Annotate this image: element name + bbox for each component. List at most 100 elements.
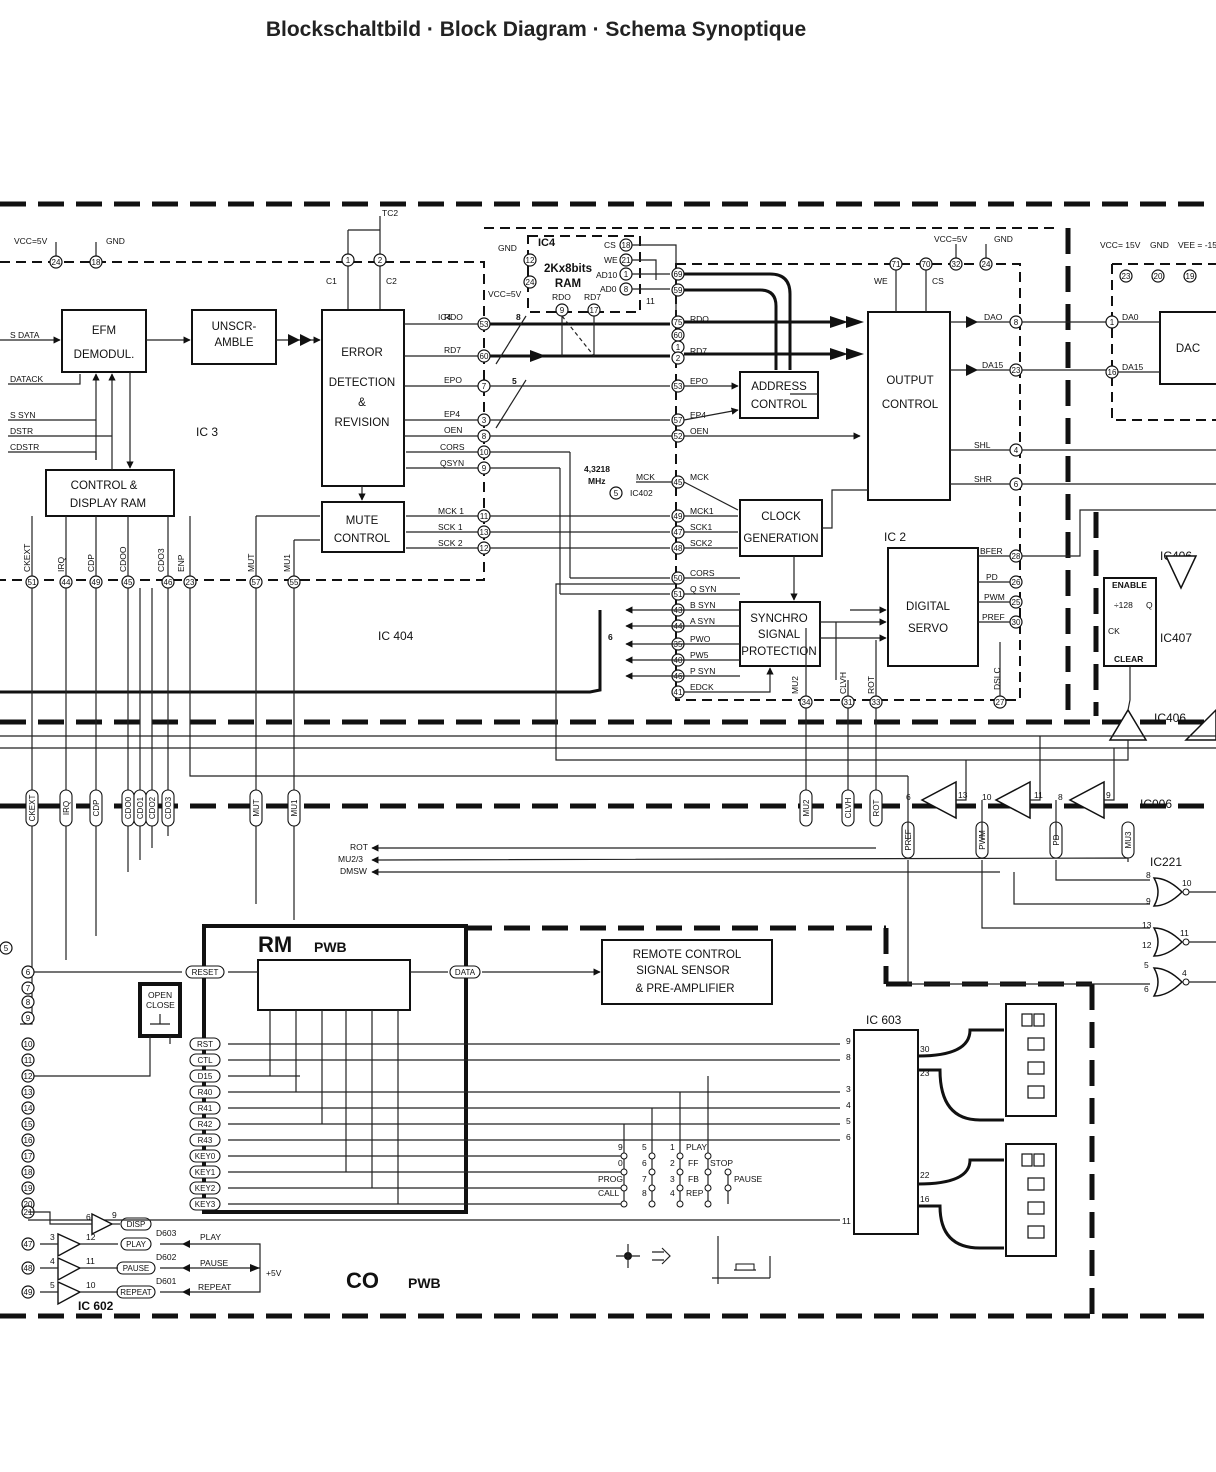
key-9[interactable]: 9 [618,1142,623,1152]
connector-label: ROT [872,799,881,816]
key-fb[interactable]: FB [688,1174,699,1184]
pin-8: 8 [21,995,35,1009]
connector-cdo0: CDO0 [121,789,135,827]
r-sck1: SCK1 [690,522,712,532]
pin-16: 16 [21,1133,35,1147]
servo-line1: DIGITAL [906,601,950,613]
connector-label: CDP [92,800,101,817]
tc2-label: TC2 [382,208,398,218]
connector-label: KEY3 [195,1200,216,1209]
svg-text:25: 25 [1012,598,1021,607]
svg-text:45: 45 [124,578,133,587]
ret-dmsw: DMSW [340,866,367,876]
svg-text:9: 9 [1146,896,1151,906]
svg-text:5: 5 [614,489,619,498]
svg-text:24: 24 [526,278,535,287]
svg-text:53: 53 [480,320,489,329]
cram-line2: DISPLAY RAM [70,498,146,510]
svg-text:34: 34 [802,698,811,707]
svg-text:53: 53 [674,382,683,391]
key-4[interactable]: 4 [670,1188,675,1198]
svg-text:19: 19 [24,1184,33,1193]
ic221-label: IC221 [1150,855,1182,869]
key-5[interactable]: 5 [642,1142,647,1152]
rm-pwb-frame [202,924,468,1214]
efm-line1: EFM [92,325,116,337]
key-prog[interactable]: PROG [598,1174,623,1184]
svg-text:12: 12 [526,256,535,265]
key-8[interactable]: 8 [642,1188,647,1198]
key-play[interactable]: PLAY [686,1142,707,1152]
ic603-label: IC 603 [866,1013,902,1027]
sig-sck1: SCK 1 [438,522,463,532]
led-supply: +5V [266,1268,282,1278]
key-2[interactable]: 2 [670,1158,675,1168]
sig-cdo3: CDO3 [156,548,166,572]
synchro-protection-block [739,601,821,667]
sig-shr: SHR [974,474,992,484]
svg-text:13: 13 [480,528,489,537]
svg-text:26: 26 [1012,578,1021,587]
sig-pref: PREF [982,612,1005,622]
xtal-freq: 4,3218 [584,464,610,474]
pin-47: 47 [21,1237,35,1251]
syn-line2: SIGNAL [758,629,801,641]
svg-text:13: 13 [1142,920,1152,930]
svg-text:11: 11 [480,512,489,521]
rem-line1: REMOTE CONTROL [633,949,742,961]
efm-demodulator [61,309,147,373]
ic3-label: IC 3 [196,425,218,439]
svg-text:46: 46 [164,578,173,587]
led-d601: D601 [156,1276,177,1286]
svg-text:10: 10 [24,1040,33,1049]
ic603-p16: 16 [920,1194,930,1204]
svg-text:23: 23 [186,578,195,587]
svg-text:8: 8 [26,998,31,1007]
address-control-block [739,371,819,419]
control-display-ram [45,469,175,517]
key-1[interactable]: 1 [670,1142,675,1152]
sig-enp: ENP [176,554,186,572]
svg-text:17: 17 [24,1152,33,1161]
sig-rdo: RDO [444,312,463,322]
key-3[interactable]: 3 [670,1174,675,1184]
open-close-switch[interactable] [138,982,182,1038]
key-pause[interactable]: PAUSE [734,1174,763,1184]
ic603-p5: 5 [846,1116,851,1126]
ram-rdo: RDO [552,292,571,302]
dac-da15: DA15 [1122,362,1144,372]
cnt-enable: ENABLE [1112,580,1147,590]
syn-line1: SYNCHRO [750,613,808,625]
connector-mu2: MU2 [799,789,813,827]
key-0[interactable]: 0 [618,1158,623,1168]
svg-text:8: 8 [1014,318,1019,327]
connector-label: KEY0 [195,1152,216,1161]
svg-text:1: 1 [676,343,681,352]
svg-text:16: 16 [24,1136,33,1145]
key-6[interactable]: 6 [642,1158,647,1168]
digital-servo-block [887,547,979,667]
key-stop[interactable]: STOP [710,1158,733,1168]
pin-17: 17 [21,1149,35,1163]
key-ff[interactable]: FF [688,1158,698,1168]
connector-key2: KEY2 [189,1181,221,1195]
sig-ckext: CKEXT [22,544,32,572]
pin-9: 9 [21,1011,35,1025]
key-call[interactable]: CALL [598,1188,620,1198]
dac-label: DAC [1176,343,1200,355]
vcc2-label: VCC=5V [934,234,968,244]
svg-text:21: 21 [622,256,631,265]
connector-pause: PAUSE [116,1261,156,1275]
connector-irq: IRQ [59,789,73,827]
key-7[interactable]: 7 [642,1174,647,1184]
key-rep[interactable]: REP [686,1188,704,1198]
svg-text:75: 75 [674,318,683,327]
sig-mck1: MCK 1 [438,506,464,516]
svg-text:57: 57 [674,416,683,425]
sig-rd7: RD7 [444,345,461,355]
svg-text:2: 2 [676,354,681,363]
ret-mu23: MU2/3 [338,854,363,864]
connector-r43: R43 [189,1133,221,1147]
r-mck: MCK [690,472,709,482]
